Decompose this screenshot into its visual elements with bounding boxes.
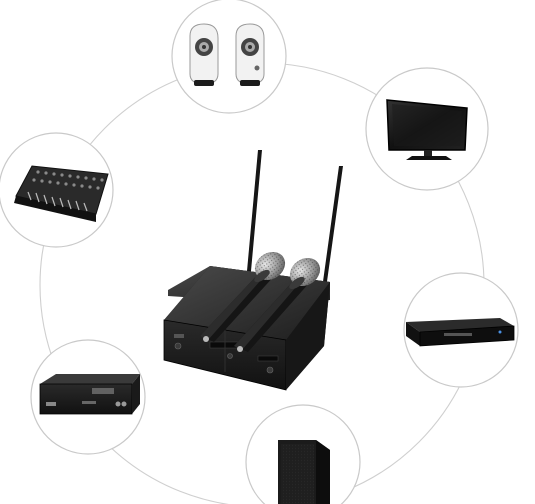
wireless-microphone-system (163, 150, 343, 391)
audio-mixer-icon (14, 165, 109, 222)
amplifier-node (30, 339, 146, 455)
dvd-player-node (403, 272, 519, 388)
pa-speaker-node (245, 404, 361, 504)
microphone-right (234, 257, 321, 352)
microphone-left (200, 251, 286, 342)
antenna-right (321, 166, 343, 296)
speakers-node (171, 0, 287, 114)
dvd-player-icon (406, 318, 515, 347)
antenna-left (246, 150, 262, 282)
mixer-node (0, 132, 114, 248)
desktop-speakers-icon (189, 23, 265, 86)
pa-speaker-cabinet-icon (278, 440, 330, 504)
flat-tv-icon (386, 99, 468, 160)
power-amplifier-icon (39, 374, 140, 415)
television-node (365, 67, 489, 191)
